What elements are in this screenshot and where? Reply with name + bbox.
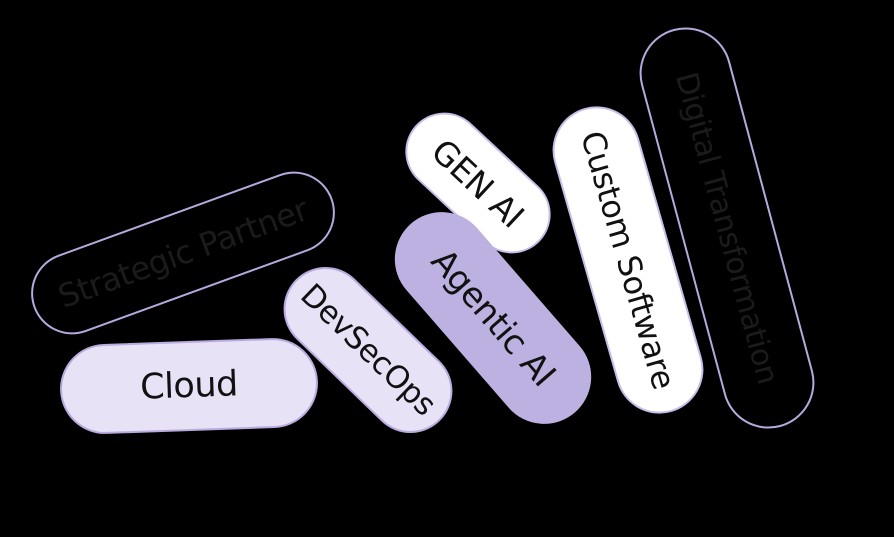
tag-pill-cloud[interactable]: Cloud [58, 336, 320, 436]
tag-label: Cloud [139, 364, 239, 408]
tag-label: Strategic Partner [53, 190, 313, 316]
